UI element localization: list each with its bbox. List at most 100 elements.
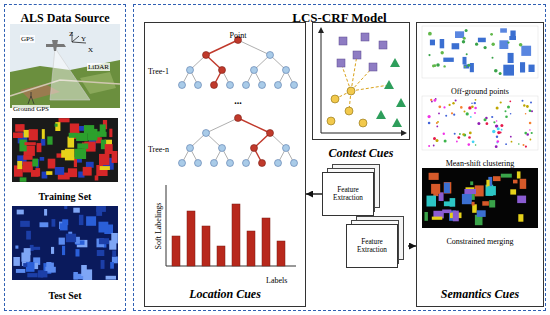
pixel-blob [25, 142, 36, 145]
pixel-blob [484, 118, 487, 121]
label-text: Labels [266, 276, 287, 285]
pixel-blob [433, 145, 435, 147]
pixel-blob [47, 136, 52, 144]
tree-node [187, 67, 194, 74]
pixel-blob [425, 212, 428, 221]
tree-node [275, 82, 282, 89]
tree-branch [238, 118, 270, 133]
pixel-blob [440, 39, 445, 48]
pixel-blob [434, 99, 437, 102]
pixel-blob [509, 100, 511, 102]
process-box: Feature Extraction [322, 164, 384, 216]
label-text: Test Set [48, 290, 81, 301]
pixel-blob [26, 231, 31, 240]
pixel-blob [455, 31, 464, 38]
pixel-blob [29, 129, 38, 140]
lidar-scene [10, 24, 120, 108]
pixel-blob [477, 122, 480, 125]
bars [172, 204, 285, 266]
tree-branch [238, 40, 270, 55]
node-text: Semantics Cues [441, 287, 519, 301]
pixel-blob [32, 159, 38, 167]
tree-node [283, 67, 290, 74]
pixel-blob [510, 136, 512, 138]
label-text: Ground GPS [12, 105, 50, 113]
pixel-blob [100, 166, 110, 170]
square-point [369, 63, 377, 71]
pixel-blob [17, 161, 22, 169]
label-wrap: Constrained merging [446, 230, 513, 248]
pixel-blob [55, 124, 58, 127]
pixel-blob [525, 146, 527, 148]
label-wrap: Tree-n [148, 138, 169, 156]
circle-point [331, 95, 339, 103]
merging-image [422, 168, 538, 228]
pixel-blob [486, 122, 489, 125]
label-text: Training Set [39, 191, 92, 202]
pixel-blob [79, 215, 84, 225]
soft-label-bar [217, 246, 225, 266]
pixel-blob [20, 177, 27, 181]
pixel-blob [46, 171, 52, 175]
pixel-blob [432, 65, 435, 68]
pixel-blob [112, 250, 116, 256]
tree-node [235, 115, 242, 122]
pixel-blob [456, 141, 458, 143]
pixel-blob [475, 185, 484, 196]
pixel-blob [17, 210, 24, 215]
pixel-blob [443, 106, 445, 108]
label-text: Y [81, 35, 86, 43]
pixel-blob [106, 276, 116, 280]
label-wrap: Mean-shift clustering [446, 152, 515, 170]
pixel-blob [430, 99, 432, 101]
pixel-blob [444, 182, 452, 193]
axis-head [318, 27, 407, 136]
tree-node [259, 160, 266, 167]
pixel-blob [510, 31, 515, 39]
pixel-blob [73, 208, 80, 213]
soft-label-bar [247, 231, 255, 266]
pixel-blob [508, 53, 514, 63]
pixel-blob [76, 249, 80, 256]
axis [321, 31, 403, 133]
flow-arrow [306, 193, 322, 194]
square-point [353, 51, 361, 59]
pixel-blob [531, 110, 533, 112]
pixel-blob [452, 102, 454, 104]
pixel-blob [467, 64, 470, 67]
pixel-blob [433, 137, 436, 140]
pixel-blob [500, 28, 507, 32]
pixel-blob [76, 133, 88, 141]
plot-frame [312, 22, 410, 140]
soft-label-bar [172, 236, 180, 266]
triangle-point [384, 80, 394, 89]
tree-node [179, 82, 186, 89]
pixel-blob [459, 133, 461, 135]
tree-node [203, 130, 210, 137]
pixel-blob [441, 51, 444, 54]
pixel-blob [40, 157, 45, 161]
pixel-blob [478, 38, 486, 43]
pixel-blob [523, 144, 525, 146]
tree-node [267, 130, 274, 137]
soft-label-bar [232, 204, 240, 266]
pixel-blob [497, 127, 500, 130]
pixel-blob [74, 149, 86, 159]
pixel-blob [511, 141, 513, 143]
clustering-texture [428, 98, 534, 148]
clustering-image [422, 96, 538, 150]
pixel-blob [109, 129, 112, 137]
pixel-blob [486, 180, 489, 187]
merging-texture [425, 171, 527, 225]
pixel-blob [66, 234, 76, 243]
pixel-blob [428, 115, 431, 118]
pixel-blob [427, 196, 437, 207]
pixel-blob [97, 250, 105, 256]
label-wrap: Y [81, 27, 86, 45]
square-point [379, 41, 387, 49]
tree-branch [206, 40, 238, 55]
pixel-blob [492, 57, 494, 59]
pixel-blob [428, 145, 430, 147]
pixel-blob [16, 269, 25, 273]
